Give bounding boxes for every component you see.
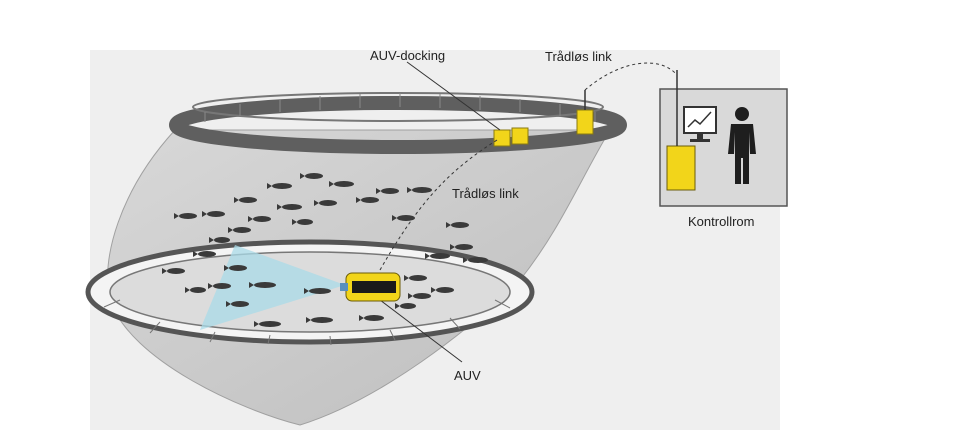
auv-docking-unit [493, 129, 511, 147]
fish [304, 288, 331, 294]
fish [234, 197, 257, 203]
monitor-icon [683, 106, 717, 142]
top-ring [169, 96, 627, 154]
operator-person-icon [728, 107, 756, 184]
fish [407, 187, 432, 193]
label-wireless-link-top: Trådløs link [545, 49, 612, 64]
fish [431, 287, 454, 293]
auv-vehicle [340, 272, 401, 302]
fish [174, 213, 197, 219]
fish [277, 204, 302, 210]
fish [446, 222, 469, 228]
fish [249, 282, 276, 288]
fish [314, 200, 337, 206]
fish [202, 211, 225, 217]
fish [228, 227, 251, 233]
top-ring-rail [192, 92, 604, 122]
fish [450, 244, 473, 250]
fish [408, 293, 431, 299]
fish [185, 287, 206, 293]
auv-leader-line [379, 299, 463, 363]
wireless-link-top [584, 62, 678, 91]
control-room-receiver [666, 145, 696, 191]
fish [300, 173, 323, 179]
fish [395, 303, 416, 309]
top-ring-posts [204, 93, 596, 122]
fish [392, 215, 415, 221]
docking-leader-line [406, 61, 501, 131]
fish [162, 268, 185, 274]
fish [329, 181, 354, 187]
label-auv-docking: AUV-docking [370, 48, 445, 63]
wireless-link-mid [379, 139, 498, 271]
fish [248, 216, 271, 222]
label-wireless-link-mid: Trådløs link [452, 186, 519, 201]
fish [404, 275, 427, 281]
fish [376, 188, 399, 194]
bottom-ring-rails [103, 299, 511, 346]
auv-docking-unit-2 [511, 127, 529, 145]
ring-transmitter [576, 109, 594, 135]
label-auv: AUV [454, 368, 481, 383]
fish [425, 253, 450, 259]
fish [254, 321, 281, 327]
fish [208, 283, 231, 289]
fish [292, 219, 313, 225]
fish [209, 237, 230, 243]
label-control-room: Kontrollrom [688, 214, 754, 229]
fish [356, 197, 379, 203]
fish [224, 265, 247, 271]
fish-school [162, 173, 488, 327]
fish [226, 301, 249, 307]
fish [463, 257, 488, 263]
fish [193, 251, 216, 257]
fish [306, 317, 333, 323]
fish [267, 183, 292, 189]
fish [359, 315, 384, 321]
